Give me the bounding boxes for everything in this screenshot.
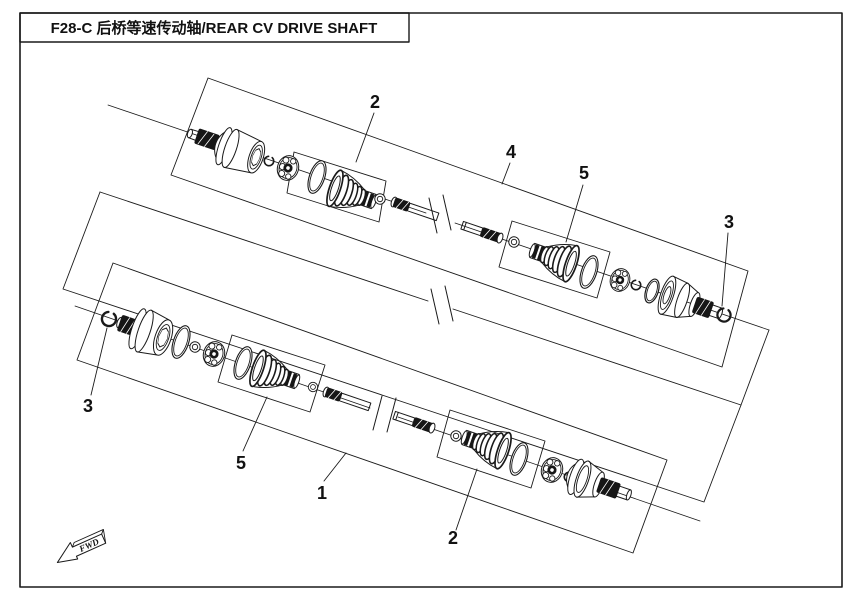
break-mark-box-edge <box>430 285 454 325</box>
part-boot-clamp-upper-b <box>506 234 522 250</box>
callout-3-lower: 3 <box>83 396 93 416</box>
leader-1 <box>323 452 347 482</box>
callout-1: 1 <box>317 483 327 503</box>
part-inner-joint-upper <box>214 127 266 174</box>
callout-labels: 2 4 5 3 3 5 1 2 <box>83 92 734 548</box>
leader-5-upper <box>565 184 584 243</box>
page-title: F28-C 后桥等速传动轴/REAR CV DRIVE SHAFT <box>51 19 378 37</box>
upper-shaft-assembly <box>186 127 734 325</box>
part-tripod-bearing-upper-a <box>273 152 303 184</box>
leader-2-lower <box>455 468 478 531</box>
part-cv-boot-lower-5 <box>245 347 306 402</box>
leader-2-upper <box>355 112 375 163</box>
callout-5-lower: 5 <box>236 453 246 473</box>
boot-box-lower-2 <box>436 409 546 489</box>
boot-box-lower-5 <box>217 334 326 413</box>
diagram-root: FWD 2 4 5 3 3 5 1 2 F28-C 后桥等速传动轴/REAR C… <box>19 12 843 588</box>
callout-4: 4 <box>506 142 516 162</box>
part-boot-clamp-lower-c <box>448 428 464 444</box>
part-inner-joint-lower <box>116 308 174 356</box>
break-mark-upper-shaft <box>428 194 452 234</box>
part-outer-joint-upper <box>657 275 724 319</box>
leader-3-lower <box>90 327 108 396</box>
title-box <box>19 12 410 43</box>
callout-5-upper: 5 <box>579 163 589 183</box>
part-snap-ring-3-upper <box>714 306 734 325</box>
leader-3-upper <box>721 232 729 307</box>
part-drive-shaft-upper <box>389 195 505 245</box>
part-stub-shaft-upper <box>186 128 232 154</box>
callout-leaders <box>90 112 729 531</box>
part-clamp-lower-a <box>187 339 203 355</box>
lower-shaft-assembly <box>98 308 632 501</box>
upper-assembly-box <box>170 77 749 368</box>
callout-2-upper: 2 <box>370 92 380 112</box>
callout-2-lower: 2 <box>448 528 458 548</box>
part-boot-clamp-lower-b <box>306 380 320 394</box>
part-cv-boot-upper-5 <box>523 230 584 285</box>
boot-box-upper-5 <box>498 220 611 299</box>
leader-4 <box>501 162 511 185</box>
break-mark-lower-shaft <box>372 395 397 433</box>
part-outer-joint-lower <box>566 458 632 501</box>
part-tripod-bearing-upper-b <box>606 265 634 295</box>
part-cv-boot-lower-2 <box>455 417 516 472</box>
callout-3-upper: 3 <box>724 212 734 232</box>
part-circlip-upper-b <box>629 278 643 292</box>
part-tripod-bearing-lower-a <box>199 338 229 370</box>
fwd-label: FWD <box>77 536 101 554</box>
part-tripod-bearing-lower-b <box>537 454 567 486</box>
fwd-arrow: FWD <box>56 529 107 564</box>
lower-assembly-box <box>76 262 668 554</box>
part-snap-ring-3-lower <box>98 309 119 330</box>
lower-assembly-box-outer <box>62 191 770 503</box>
page-border <box>19 12 843 588</box>
part-boot-band-upper-a <box>303 157 331 197</box>
part-circlip-upper-a <box>262 154 276 168</box>
leader-5-lower <box>242 396 268 452</box>
part-cv-boot-upper-2 <box>322 167 383 222</box>
part-drive-shaft-lower <box>321 385 437 435</box>
